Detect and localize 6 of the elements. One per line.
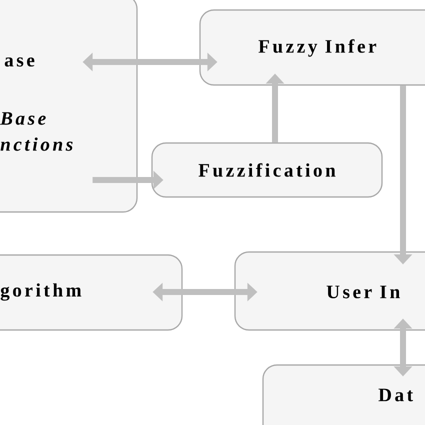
- process-box: Fuzzification: [151, 142, 383, 198]
- process-box: ase Base nctions: [0, 0, 138, 213]
- process-box: Dat: [262, 364, 425, 425]
- process-box: Fuzzy Infer: [199, 9, 425, 86]
- process-box: gorithm: [0, 254, 183, 331]
- process-box: User In: [234, 251, 425, 331]
